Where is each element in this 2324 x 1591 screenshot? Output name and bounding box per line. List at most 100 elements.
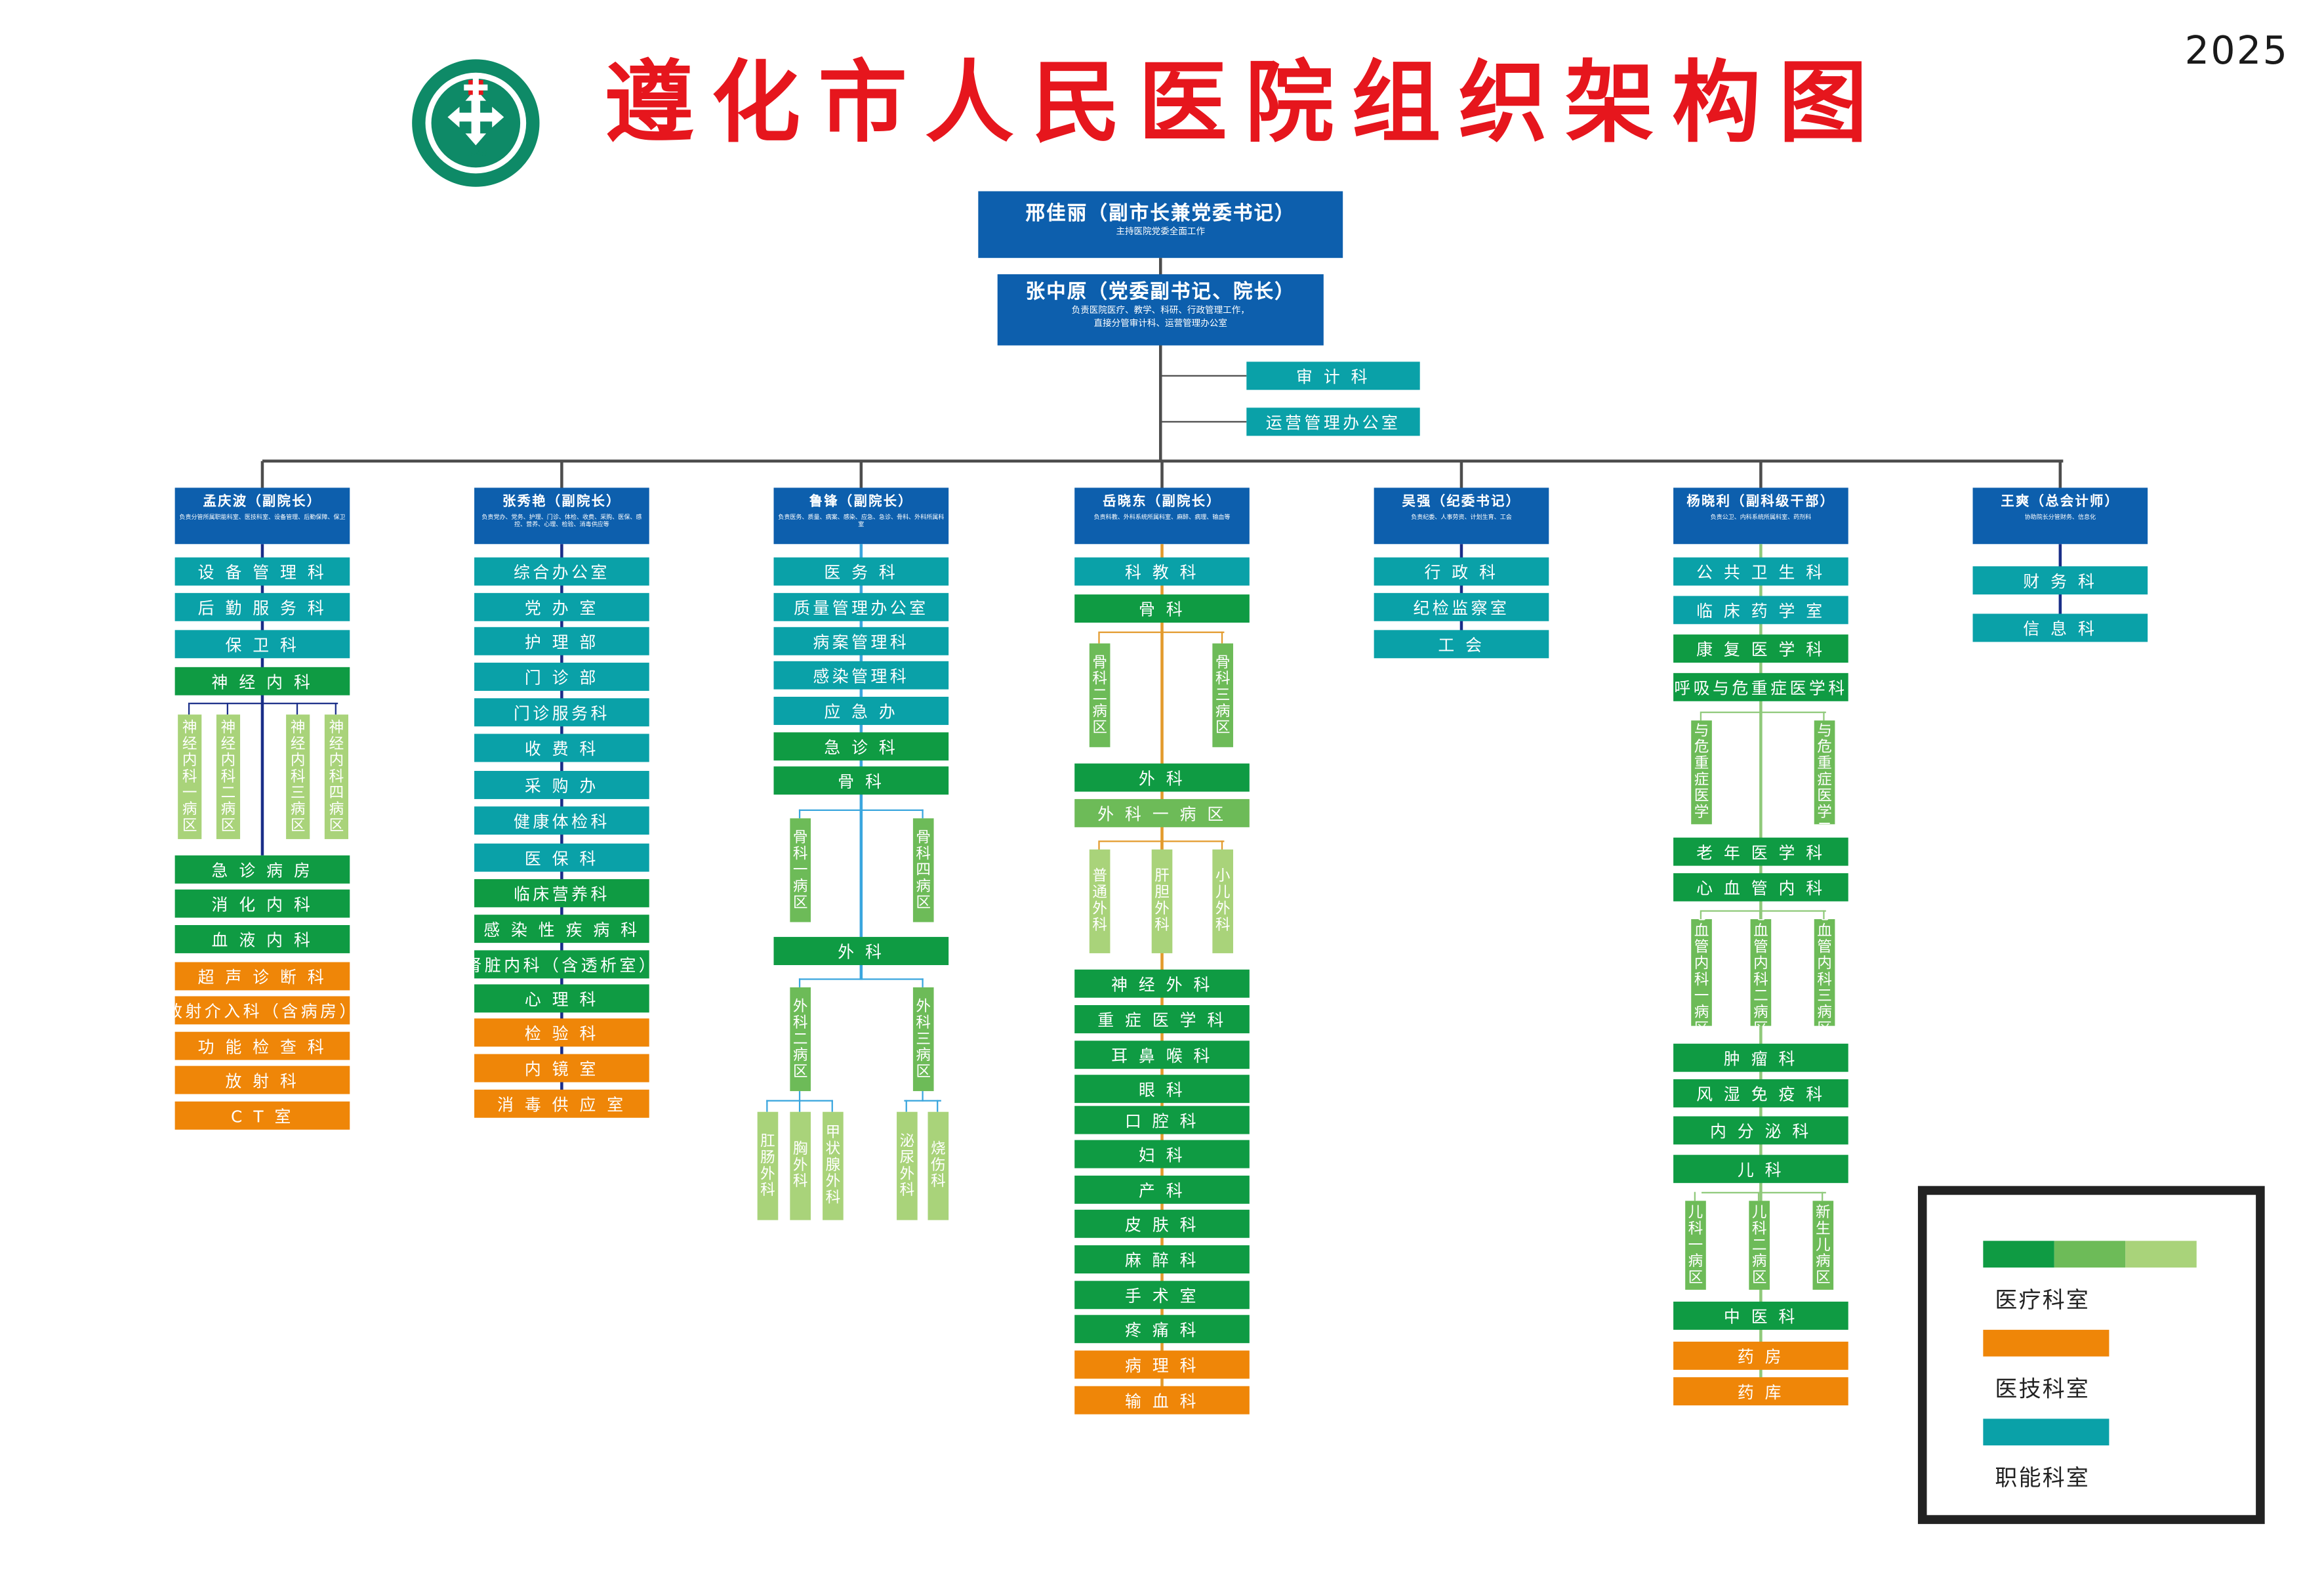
dept-1-11[interactable]: 肾脏内科（含透析室） [474,950,649,979]
dept-5-8[interactable]: 内 分 泌 科 [1673,1116,1848,1145]
dept-3-9[interactable]: 妇 科 [1074,1140,1250,1168]
dept-0-9[interactable]: 功 能 检 查 科 [174,1031,350,1060]
dept-1-6[interactable]: 采 购 办 [474,770,649,799]
surgery-sub-2[interactable]: 甲状腺外科 [823,1111,844,1220]
cardio-ward-2[interactable]: 心血管内科三病区 [1814,919,1835,1026]
dept-3-16[interactable]: 输 血 科 [1074,1386,1250,1415]
dept-1-10[interactable]: 感 染 性 疾 病 科 [474,915,649,943]
bone-ward-b-0[interactable]: 骨科二病区 [1089,643,1111,747]
dept-1-15[interactable]: 消 毒 供 应 室 [474,1089,649,1118]
surgery-sub-1[interactable]: 胸外科 [790,1111,811,1220]
dept-3-11[interactable]: 皮 肤 科 [1074,1209,1250,1238]
dept-3-6[interactable]: 耳 鼻 喉 科 [1074,1041,1250,1069]
dept-3-4[interactable]: 神 经 外 科 [1074,969,1250,998]
dept-5-5[interactable]: 心 血 管 内 科 [1673,873,1848,901]
sub-bus [1099,631,1225,633]
dept-3-1[interactable]: 骨 科 [1074,594,1250,623]
dept-4-1[interactable]: 纪检监察室 [1374,592,1549,621]
cardio-ward-0[interactable]: 心血管内科一病区 [1691,919,1712,1026]
dept-1-12[interactable]: 心 理 科 [474,984,649,1013]
dept-3-13[interactable]: 手 术 室 [1074,1281,1250,1310]
dept-0-5[interactable]: 消 化 内 科 [174,889,350,918]
dept-5-2[interactable]: 康 复 医 学 科 [1673,634,1848,663]
dept-2-6[interactable]: 骨 科 [773,766,949,795]
dept-1-3[interactable]: 门 诊 部 [474,663,649,691]
dept-1-7[interactable]: 健康体检科 [474,806,649,835]
surgery-ward-b-2[interactable]: 小儿外科 [1212,849,1233,953]
resp-ward-1[interactable]: 呼吸与危重症医学二科 [1814,720,1835,825]
audit-dept[interactable]: 审 计 科 [1246,362,1420,390]
sub-ward-0-0[interactable]: 神经内科一病区 [178,714,202,839]
sub-ward-0-2[interactable]: 神经内科三病区 [286,714,310,839]
dept-1-8[interactable]: 医 保 科 [474,843,649,872]
dept-2-7[interactable]: 外 科 [773,937,949,965]
dept-1-5[interactable]: 收 费 科 [474,734,649,762]
resp-ward-0[interactable]: 呼吸与危重症医学一科 [1691,720,1712,825]
dept-6-0[interactable]: 财 务 科 [1972,566,2148,595]
dept-3-8[interactable]: 口 腔 科 [1074,1105,1250,1134]
dept-5-1[interactable]: 临 床 药 学 室 [1673,596,1848,625]
dept-3-7[interactable]: 眼 科 [1074,1075,1250,1104]
ped-ward-2[interactable]: 新生儿病区 [1812,1201,1834,1290]
dept-4-2[interactable]: 工 会 [1374,630,1549,659]
dept-3-0[interactable]: 科 教 科 [1074,557,1250,586]
dept-0-8[interactable]: 放射介入科（含病房） [174,996,350,1025]
surgery-sub-4[interactable]: 烧伤科 [928,1111,949,1220]
sub-ward-0-3[interactable]: 神经内科四病区 [324,714,349,839]
dept-5-4[interactable]: 老 年 医 学 科 [1673,837,1848,866]
operations-office[interactable]: 运营管理办公室 [1246,407,1420,436]
ped-ward-1[interactable]: 儿科二病区 [1749,1201,1770,1290]
dept-1-2[interactable]: 护 理 部 [474,627,649,655]
surgery-ward-1[interactable]: 外科三病区 [912,987,934,1092]
dept-1-9[interactable]: 临床营养科 [474,878,649,907]
dept-5-6[interactable]: 肿 瘤 科 [1673,1043,1848,1072]
dept-1-0[interactable]: 综合办公室 [474,557,649,586]
bone-ward-1[interactable]: 骨科四病区 [912,818,934,922]
dept-3-2[interactable]: 外 科 [1074,763,1250,792]
cardio-ward-1[interactable]: 心血管内科二病区 [1750,919,1772,1026]
dept-3-5[interactable]: 重 症 医 学 科 [1074,1005,1250,1033]
ped-ward-0[interactable]: 儿科一病区 [1685,1201,1706,1290]
dept-5-9[interactable]: 儿 科 [1673,1155,1848,1184]
dept-3-3[interactable]: 外 科 一 病 区 [1074,798,1250,827]
dept-0-1[interactable]: 后 勤 服 务 科 [174,592,350,621]
sub-ward-0-1[interactable]: 神经内科二病区 [216,714,241,839]
dept-1-1[interactable]: 党 办 室 [474,592,649,621]
bone-ward-b-1[interactable]: 骨科三病区 [1212,643,1233,747]
dept-0-0[interactable]: 设 备 管 理 科 [174,557,350,586]
dept-0-10[interactable]: 放 射 科 [174,1065,350,1094]
dept-5-10[interactable]: 中 医 科 [1673,1301,1848,1330]
dept-1-13[interactable]: 检 验 科 [474,1018,649,1047]
surgery-sub-3[interactable]: 泌尿外科 [897,1111,918,1220]
surgery-ward-0[interactable]: 外科二病区 [790,987,811,1092]
dept-5-7[interactable]: 风 湿 免 疫 科 [1673,1079,1848,1107]
dept-2-3[interactable]: 感染管理科 [773,661,949,690]
dept-3-14[interactable]: 疼 痛 科 [1074,1315,1250,1344]
dept-2-5[interactable]: 急 诊 科 [773,732,949,761]
dept-0-2[interactable]: 保 卫 科 [174,630,350,659]
dept-0-4[interactable]: 急 诊 病 房 [174,855,350,884]
dept-0-3[interactable]: 神 经 内 科 [174,667,350,695]
dept-4-0[interactable]: 行 政 科 [1374,557,1549,586]
dept-2-4[interactable]: 应 急 办 [773,697,949,725]
surgery-sub-0[interactable]: 肛肠外科 [757,1111,779,1220]
dept-0-11[interactable]: C T 室 [174,1101,350,1130]
dept-2-2[interactable]: 病案管理科 [773,627,949,655]
dept-5-11[interactable]: 药 房 [1673,1341,1848,1370]
dept-1-14[interactable]: 内 镜 室 [474,1054,649,1083]
dept-0-6[interactable]: 血 液 内 科 [174,924,350,953]
dept-5-12[interactable]: 药 库 [1673,1377,1848,1406]
dept-5-0[interactable]: 公 共 卫 生 科 [1673,557,1848,586]
dept-2-1[interactable]: 质量管理办公室 [773,592,949,621]
surgery-ward-b-0[interactable]: 普通外科 [1089,849,1111,953]
dept-6-1[interactable]: 信 息 科 [1972,613,2148,642]
bone-ward-0[interactable]: 骨科一病区 [790,818,811,922]
dept-3-10[interactable]: 产 科 [1074,1175,1250,1204]
dept-5-3[interactable]: 呼吸与危重症医学科 [1673,672,1848,701]
dept-3-15[interactable]: 病 理 科 [1074,1350,1250,1379]
dept-3-12[interactable]: 麻 醉 科 [1074,1245,1250,1273]
dept-1-4[interactable]: 门诊服务科 [474,698,649,727]
dept-0-7[interactable]: 超 声 诊 断 科 [174,962,350,991]
dept-2-0[interactable]: 医 务 科 [773,557,949,586]
surgery-ward-b-1[interactable]: 肝胆外科 [1151,849,1173,953]
